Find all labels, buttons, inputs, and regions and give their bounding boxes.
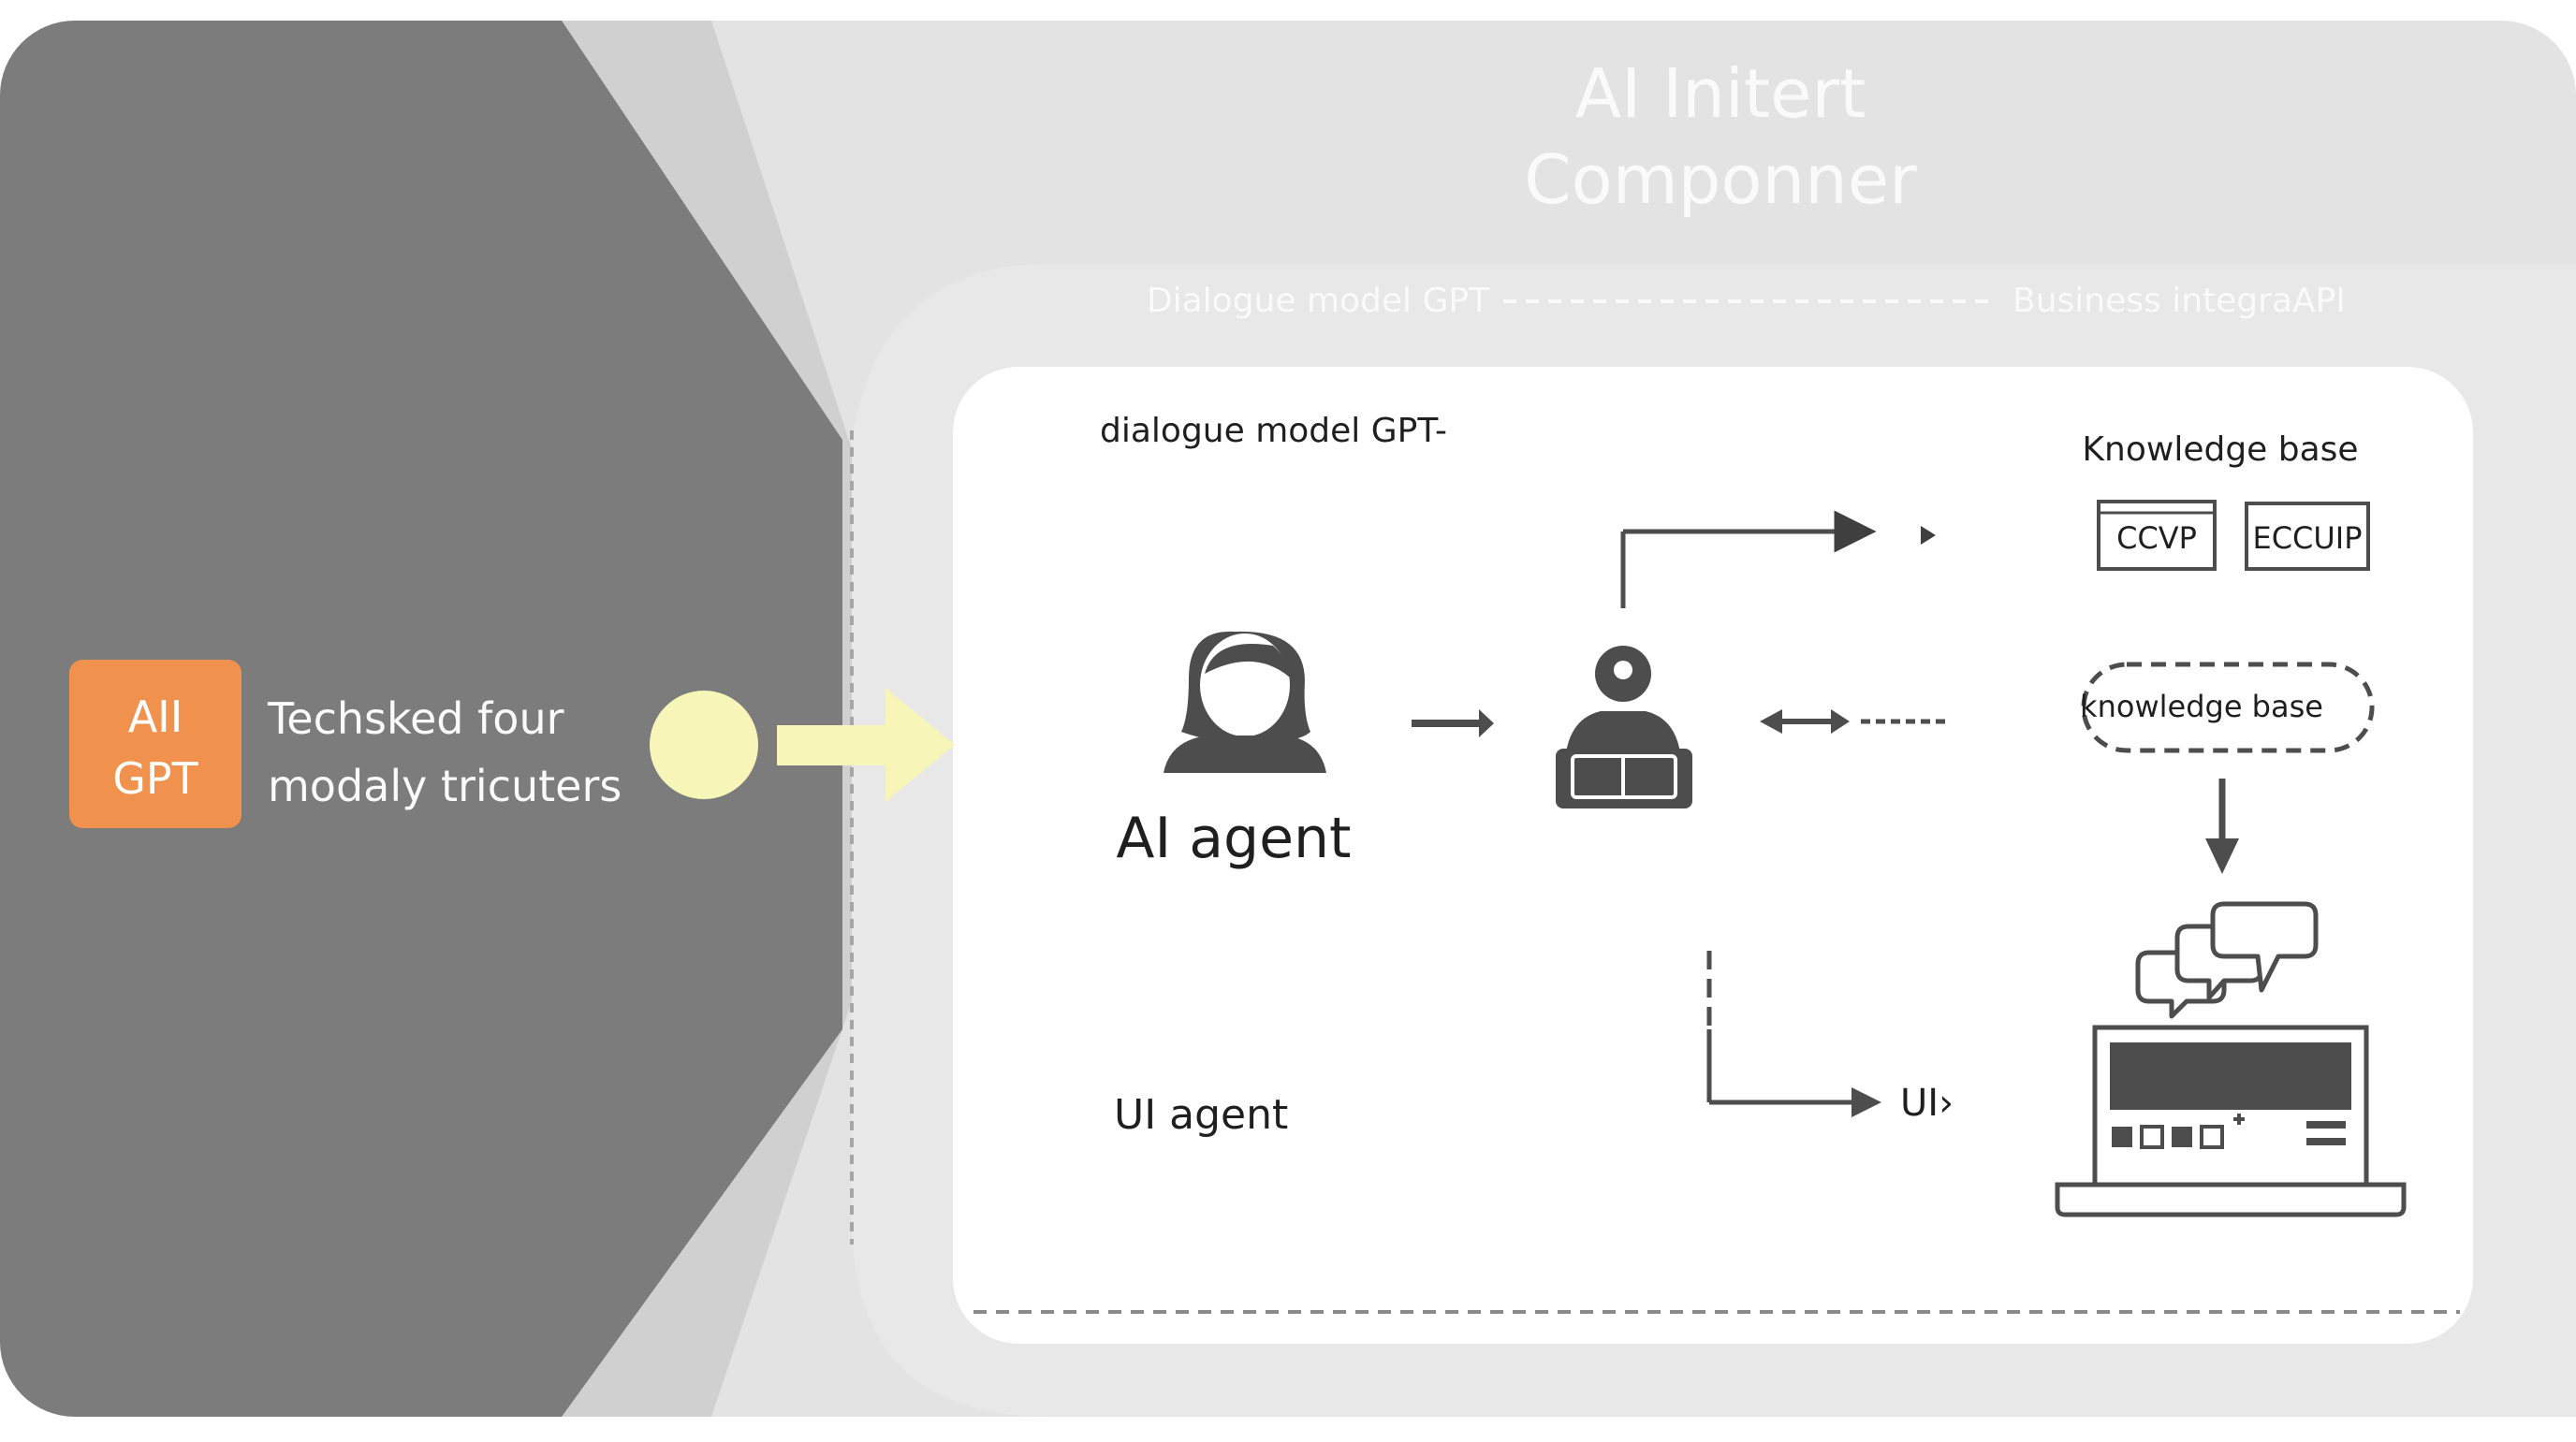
badge-line2: GPT <box>112 753 198 804</box>
eccuip-box <box>2245 502 2370 571</box>
ui-flow-connector <box>1706 951 1881 1117</box>
diagram-title-line1: AI Initert <box>1575 54 1866 133</box>
bidirectional-arrow <box>1760 709 1951 734</box>
laptop-icon <box>2055 1025 2407 1217</box>
chat-bubbles-icon <box>2135 901 2319 1019</box>
arrow-to-user <box>1479 709 1494 737</box>
diagram-title-line2: Componner <box>1524 140 1917 219</box>
knowledge-base-pill <box>2081 662 2375 753</box>
user-at-laptop-icon <box>1556 510 1936 808</box>
dialogue-label: dialogue model GPT- <box>1100 412 1447 450</box>
person-icon <box>1164 631 1326 773</box>
knowledge-base-pill-label: knowledge base <box>2080 689 2323 724</box>
flow-arrow-big <box>777 688 955 802</box>
ccvp-box <box>2097 500 2217 571</box>
left-caption-line1: Techsked four <box>267 693 564 744</box>
ui-agent-label: UI agent <box>1114 1091 1288 1139</box>
left-caption-line2: modaly tricuters <box>268 761 622 811</box>
ccvp-label: CCVP <box>2116 520 2197 556</box>
ui-arrow-label: UI› <box>1900 1082 1954 1125</box>
arrow-down <box>2205 838 2239 874</box>
eccuip-label: ECCUIP <box>2252 520 2362 556</box>
knowledge-base-title: Knowledge base <box>2082 430 2358 469</box>
top-left-label: Dialogue model GPT <box>1147 282 1490 320</box>
gpt-badge <box>69 660 242 828</box>
highlight-circle <box>650 691 758 799</box>
dark-left-panel <box>0 21 842 1417</box>
badge-line1: AII <box>128 692 183 742</box>
top-right-label: Business integraAPI <box>2012 282 2346 320</box>
ai-agent-label: AI agent <box>1116 806 1351 871</box>
